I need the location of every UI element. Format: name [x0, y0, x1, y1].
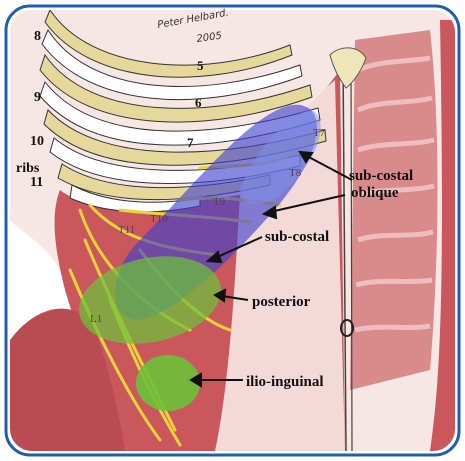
- label-subcostal-oblique-1: sub-costal: [349, 168, 413, 184]
- segment-l1: L1: [90, 313, 102, 325]
- label-ilio-inguinal: ilio-inguinal: [246, 374, 324, 390]
- segment-t7: T7: [313, 127, 326, 139]
- rib-number-5: 5: [197, 58, 204, 73]
- segment-t10: T10: [150, 213, 168, 225]
- label-subcostal: sub-costal: [265, 229, 329, 245]
- rectus-abdominis: [350, 30, 438, 390]
- label-posterior: posterior: [252, 294, 311, 310]
- rib-number-7: 7: [187, 135, 194, 150]
- rib-label-10: 10: [30, 134, 44, 149]
- rib-label-11: 11: [30, 175, 43, 190]
- segment-t9: T9: [213, 196, 226, 208]
- label-subcostal-oblique-2: oblique: [351, 185, 399, 201]
- ilio-inguinal-green-zone: [136, 355, 200, 411]
- segment-t11: T11: [118, 224, 135, 236]
- rib-label-8: 8: [34, 29, 41, 44]
- rib-number-6: 6: [195, 95, 202, 110]
- ribs-word: ribs: [16, 161, 40, 176]
- segment-t8: T8: [289, 167, 302, 179]
- rib-label-9: 9: [34, 90, 41, 105]
